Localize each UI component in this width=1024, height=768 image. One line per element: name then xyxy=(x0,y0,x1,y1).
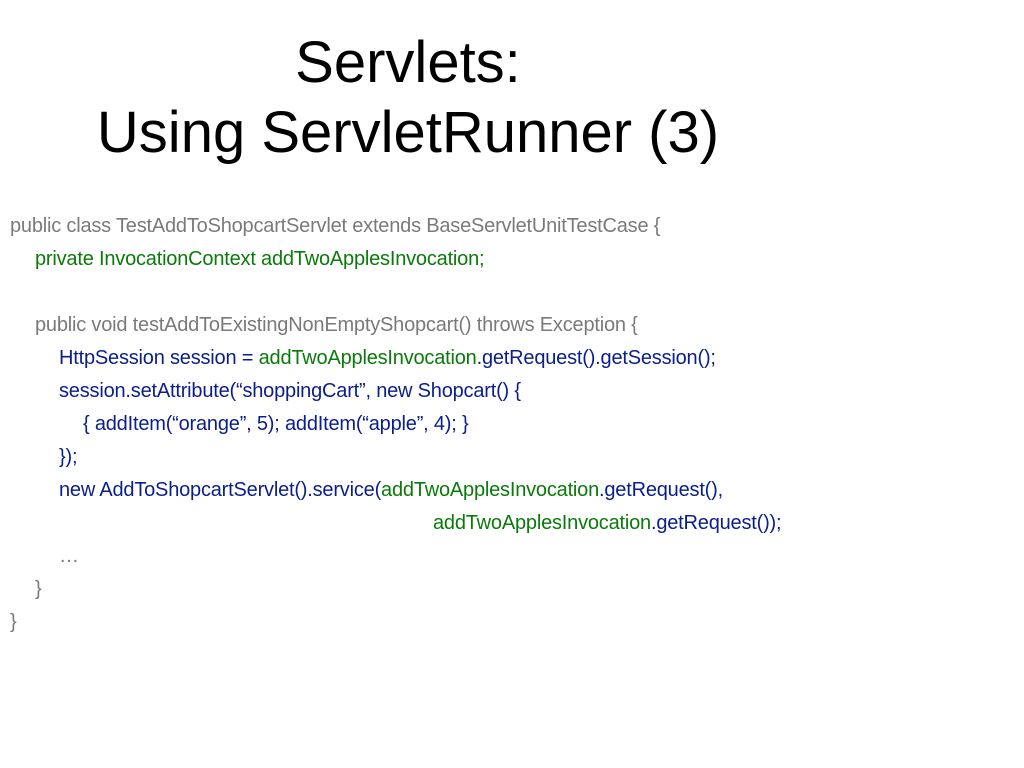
invocation-reference: addTwoApplesInvocation xyxy=(433,512,651,534)
code-line-11: … xyxy=(10,540,1014,573)
method-declaration: public void testAddToExistingNonEmptySho… xyxy=(35,314,638,336)
code-line-5: HttpSession session = addTwoApplesInvoca… xyxy=(10,342,1014,375)
code-line-2: private InvocationContext addTwoApplesIn… xyxy=(10,243,1014,276)
session-declaration: HttpSession session = xyxy=(59,347,259,369)
code-line-8: }); xyxy=(10,441,1014,474)
get-session-call: .getRequest().getSession(); xyxy=(476,347,716,369)
code-line-12: } xyxy=(10,573,1014,606)
get-request-call: .getRequest(), xyxy=(599,479,723,501)
code-line-10: addTwoApplesInvocation.getRequest()); xyxy=(10,507,1014,540)
slide-title-line-1: Servlets: xyxy=(295,30,521,95)
get-request-call: .getRequest()); xyxy=(650,512,782,534)
code-line-4: public void testAddToExistingNonEmptySho… xyxy=(10,309,1014,342)
class-declaration: public class TestAddToShopcartServlet ex… xyxy=(10,215,661,237)
code-line-3-blank xyxy=(10,276,1014,309)
code-line-13: } xyxy=(10,606,1014,639)
initializer-block: { addItem(“orange”, 5); addItem(“apple”,… xyxy=(83,413,469,435)
close-anonymous-class: }); xyxy=(59,446,78,468)
class-close-brace: } xyxy=(10,611,17,633)
code-line-1: public class TestAddToShopcartServlet ex… xyxy=(10,210,1014,243)
code-block: public class TestAddToShopcartServlet ex… xyxy=(10,210,1014,639)
ellipsis: … xyxy=(59,545,79,567)
set-attribute-call: session.setAttribute(“shoppingCart”, new… xyxy=(59,380,521,402)
invocation-reference: addTwoApplesInvocation xyxy=(381,479,600,501)
code-line-6: session.setAttribute(“shoppingCart”, new… xyxy=(10,375,1014,408)
field-declaration: private InvocationContext addTwoApplesIn… xyxy=(35,248,485,270)
slide-title-line-2: Using ServletRunner (3) xyxy=(96,100,720,165)
invocation-reference: addTwoApplesInvocation xyxy=(258,347,477,369)
method-close-brace: } xyxy=(35,578,42,600)
service-call: new AddToShopcartServlet().service( xyxy=(59,479,382,501)
slide-title: Servlets: Using ServletRunner (3) xyxy=(0,28,816,168)
code-line-7: { addItem(“orange”, 5); addItem(“apple”,… xyxy=(10,408,1014,441)
code-line-9: new AddToShopcartServlet().service(addTw… xyxy=(10,474,1014,507)
